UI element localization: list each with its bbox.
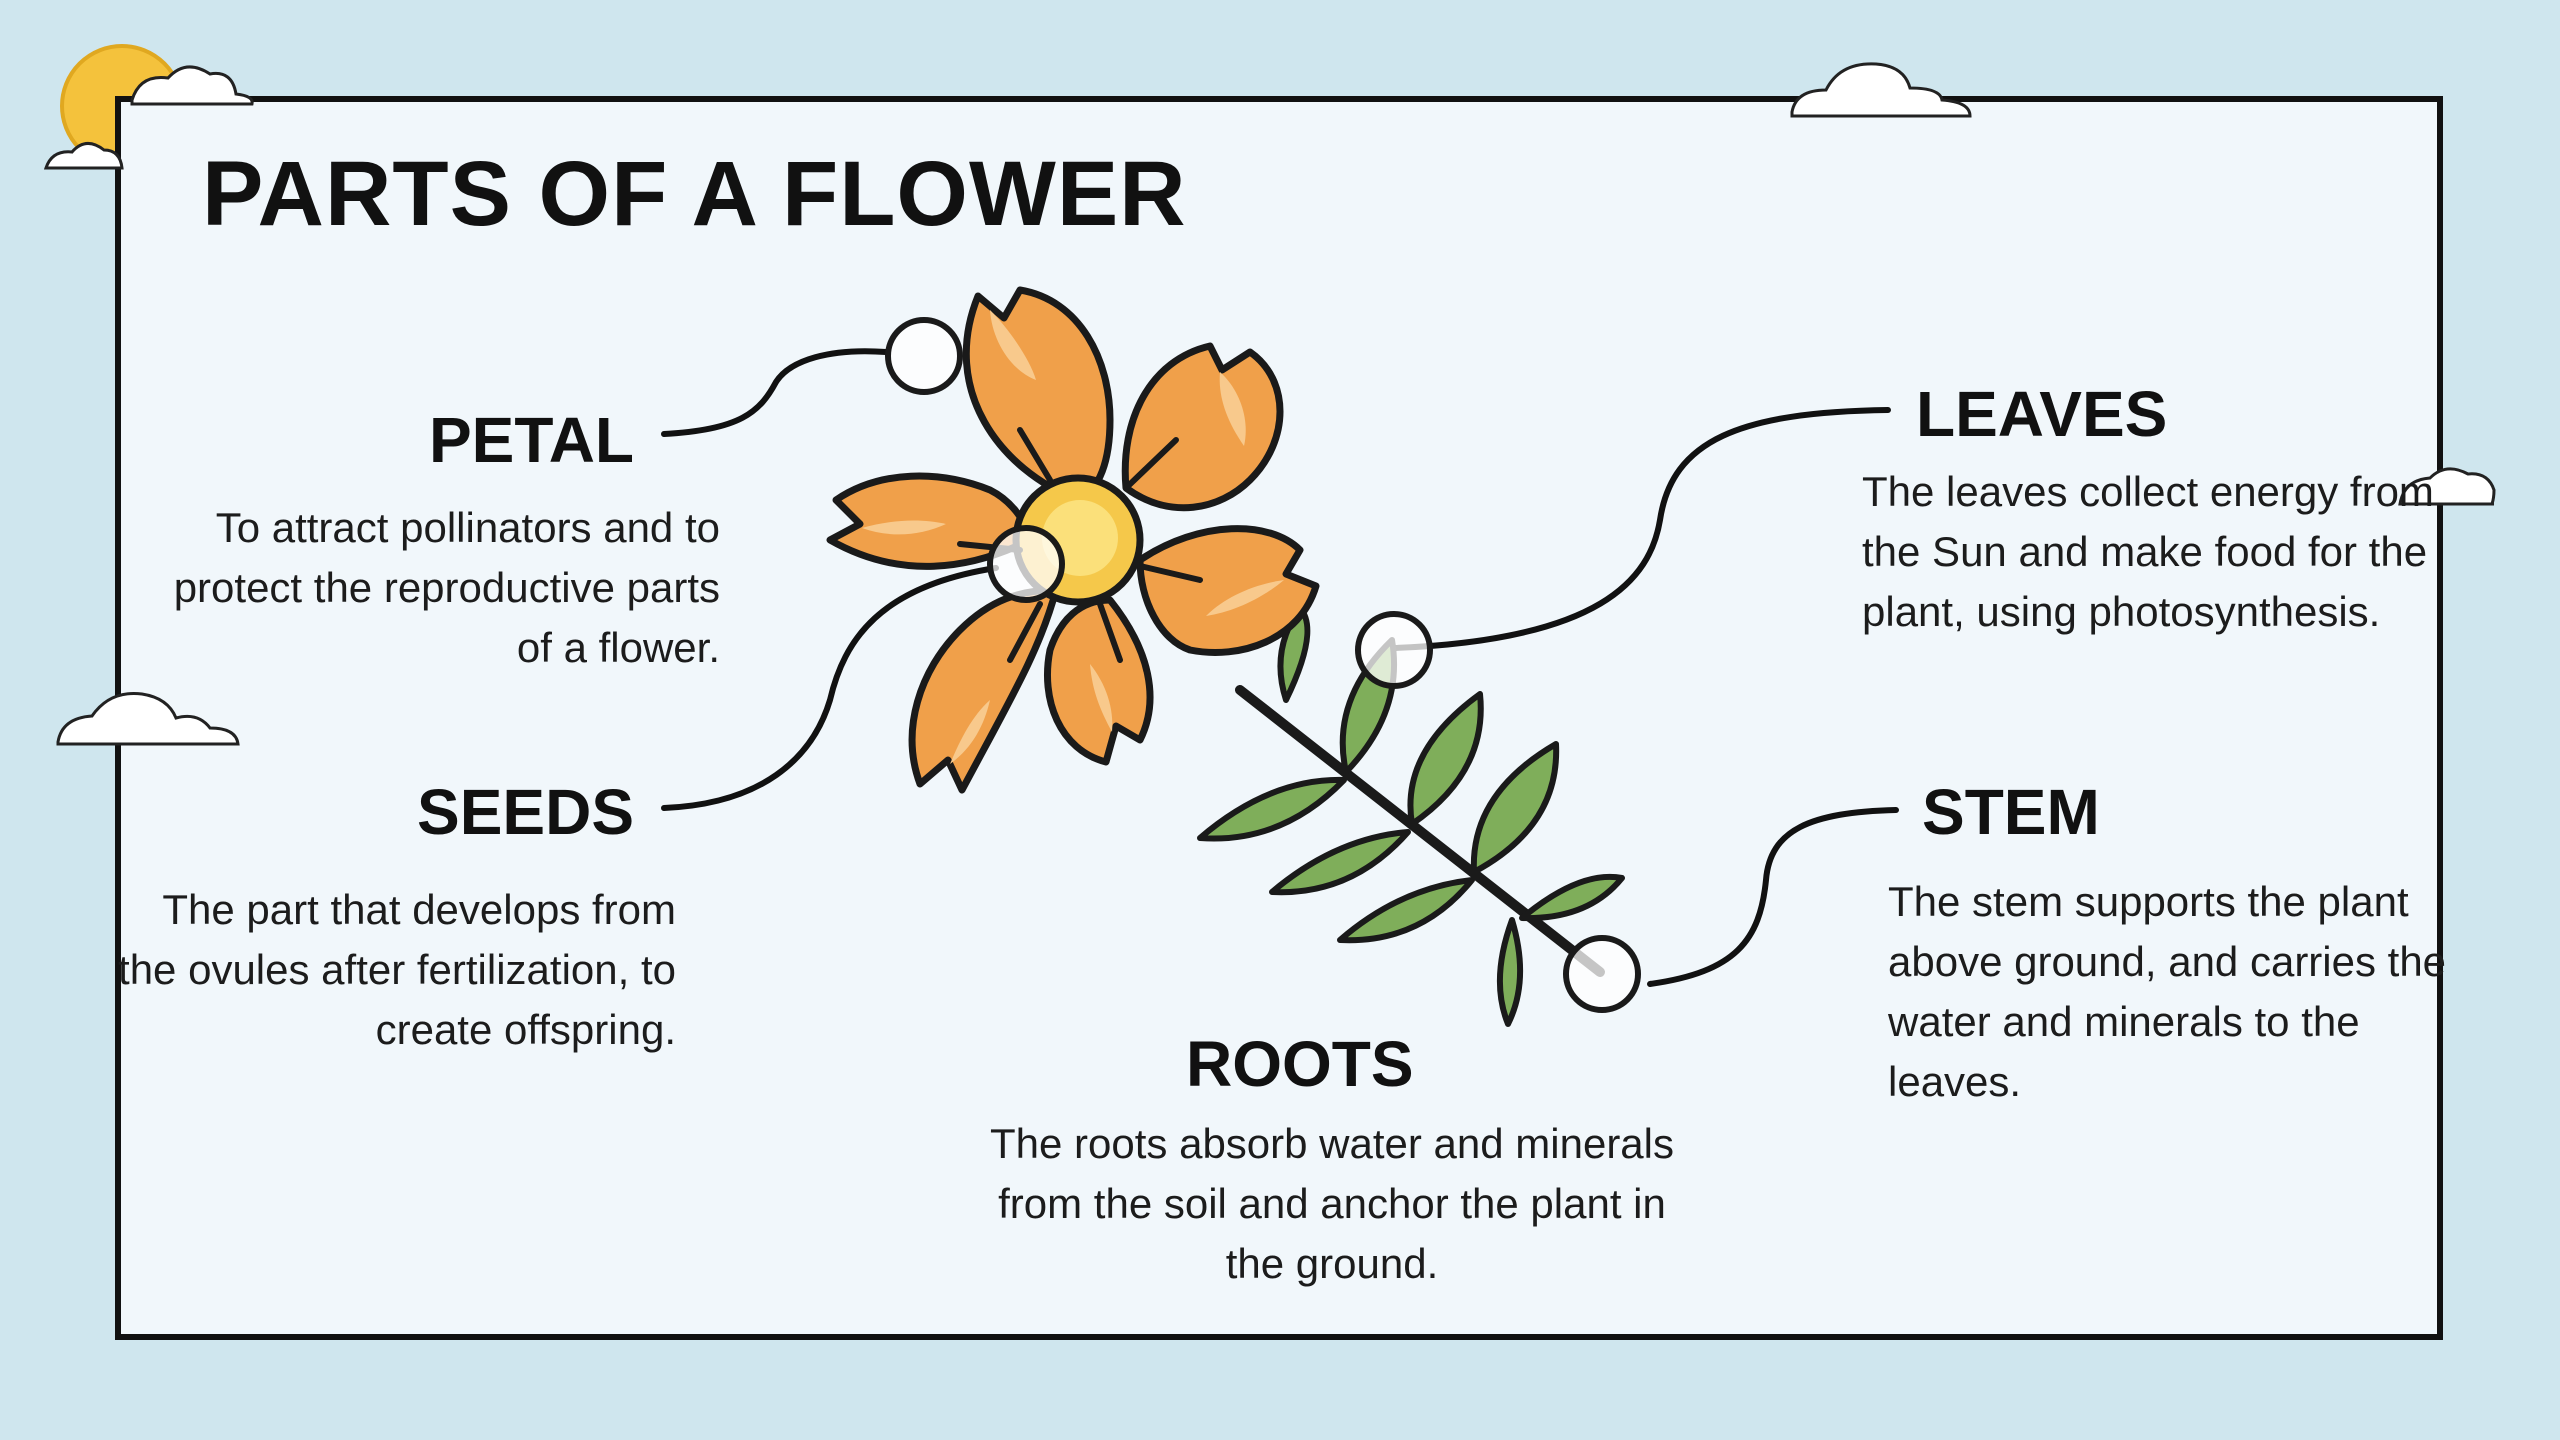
leaf: [1337, 877, 1475, 944]
cloud-icon-left-small: [43, 142, 124, 170]
leaf: [1269, 829, 1411, 896]
seeds-description: The part that develops from the ovules a…: [118, 886, 676, 1053]
connector-lines: [661, 348, 1899, 987]
cloud-icon-top-right: [1790, 62, 1972, 118]
marker-leaves: [1355, 611, 1433, 689]
leaf: [1470, 741, 1560, 875]
petal: [1121, 342, 1284, 512]
stem-description: The stem supports the plant above ground…: [1888, 878, 2447, 1105]
roots-heading: ROOTS: [1186, 1028, 1414, 1100]
petal-heading: PETAL: [428, 404, 634, 476]
petal: [962, 286, 1114, 504]
leaves-group: [1197, 605, 1625, 1027]
petal: [1136, 525, 1320, 656]
stem-shape: [1235, 685, 1605, 977]
petal-highlights: [862, 310, 1284, 764]
leaf: [1197, 776, 1347, 842]
leaves-heading: LEAVES: [1916, 378, 2168, 450]
seeds-heading: SEEDS: [417, 776, 634, 848]
cloud-icon-mid-left: [56, 691, 240, 746]
leaf: [1519, 873, 1625, 922]
connector-leaves: [1391, 407, 1891, 651]
marker-seeds: [987, 525, 1065, 603]
cloud-icon-mid-right: [2398, 467, 2496, 506]
marker-petal: [885, 317, 963, 395]
roots-description: The roots absorb water and minerals from…: [990, 1120, 1674, 1287]
page-title: PARTS OF A FLOWER: [202, 143, 1187, 245]
petal-description: To attract pollinators and to protect th…: [173, 504, 720, 671]
connector-seeds: [661, 565, 999, 811]
marker-stem: [1563, 935, 1641, 1013]
stem-heading: STEM: [1922, 776, 2100, 848]
cloud-icon-top-left: [130, 65, 254, 106]
connector-stem: [1647, 807, 1899, 987]
connector-petal: [661, 348, 889, 437]
leaves-description: The leaves collect energy from the Sun a…: [1862, 468, 2434, 635]
leaf: [1496, 917, 1524, 1027]
connector-markers: [885, 317, 1641, 1013]
leaf: [1407, 691, 1484, 827]
